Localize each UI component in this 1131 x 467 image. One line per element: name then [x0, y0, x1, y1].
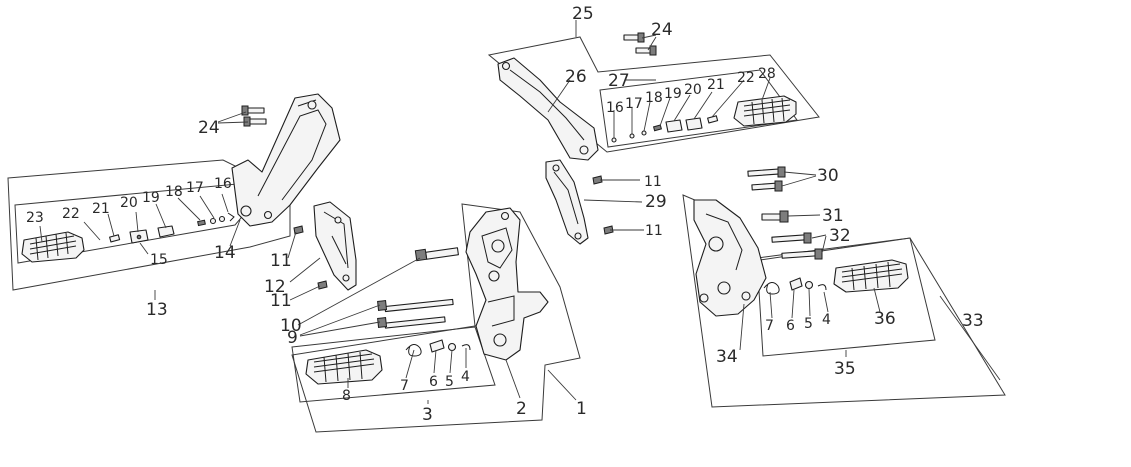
passenger-bracket-left: [231, 93, 341, 227]
callout-22-right: 22: [737, 70, 755, 86]
callout-1: 1: [576, 399, 587, 419]
small-parts-right: [611, 115, 719, 143]
callout-18-left: 18: [165, 184, 183, 200]
callout-numbers: 25 24 26 27 16 17 18 19 20 21 22 28 11 2…: [26, 4, 984, 425]
callout-9: 9: [287, 328, 298, 348]
callout-20-right: 20: [684, 82, 702, 98]
callout-10: 10: [280, 316, 302, 336]
callout-31: 31: [822, 206, 844, 226]
callout-20-left: 20: [120, 195, 138, 211]
callout-24-right: 24: [651, 20, 673, 40]
callout-21-left: 21: [92, 201, 110, 217]
frame-group-27: [599, 69, 798, 148]
frame-group-1: [291, 203, 581, 433]
callout-11-right-bottom: 11: [645, 223, 663, 239]
callout-4-right: 4: [822, 312, 831, 328]
callout-28: 28: [758, 66, 776, 82]
rider-bracket-right: [693, 199, 767, 317]
small-parts-right-rider: [763, 277, 827, 295]
callout-23: 23: [26, 210, 44, 226]
callout-22-left: 22: [62, 206, 80, 222]
callout-18-right: 18: [645, 90, 663, 106]
callout-21-right: 21: [707, 77, 725, 93]
callout-27: 27: [608, 71, 630, 91]
callout-17-right: 17: [625, 96, 643, 112]
callout-6-left: 6: [429, 374, 438, 390]
callout-34: 34: [716, 347, 738, 367]
callout-24-left: 24: [198, 118, 220, 138]
callout-4-left: 4: [461, 369, 470, 385]
callout-26: 26: [565, 67, 587, 87]
callout-8: 8: [342, 388, 351, 404]
callout-25: 25: [572, 4, 594, 24]
callout-19-right: 19: [664, 86, 682, 102]
callout-5-left: 5: [445, 374, 454, 390]
callout-19-left: 19: [142, 190, 160, 206]
frame-group-13: [7, 159, 291, 291]
frame-group-25: [487, 36, 820, 153]
callout-11-left-top: 11: [270, 251, 292, 271]
callout-36: 36: [874, 309, 896, 329]
callout-6-right: 6: [786, 318, 795, 334]
frame-group-15: [14, 183, 242, 264]
small-parts-left: [109, 212, 235, 244]
footpeg-right-rider: [833, 259, 909, 293]
callout-16-left: 16: [214, 176, 232, 192]
footpeg-left-passenger: [21, 231, 85, 263]
callout-14: 14: [214, 243, 236, 263]
bolts-24-left: [241, 105, 267, 127]
callout-7-right: 7: [765, 318, 774, 334]
pins-9-10: [377, 247, 459, 329]
callout-3: 3: [422, 405, 433, 425]
callout-13: 13: [146, 300, 168, 320]
callout-30: 30: [817, 166, 839, 186]
callout-12: 12: [264, 277, 286, 297]
callout-35: 35: [834, 359, 856, 379]
rider-bracket-left: [465, 207, 549, 361]
callout-2: 2: [516, 399, 527, 419]
frame-group-35: [756, 237, 936, 357]
callout-5-right: 5: [804, 316, 813, 332]
heel-guard-right: [545, 159, 589, 245]
bolts-30-32: [747, 166, 823, 260]
bolts-24-right: [623, 32, 657, 56]
callout-15: 15: [150, 252, 168, 268]
callout-16-right: 16: [606, 100, 624, 116]
callout-11-left-bottom: 11: [270, 291, 292, 311]
leader-lines: [39, 20, 1001, 404]
footpeg-left-rider: [305, 349, 383, 385]
footpeg-right-passenger: [733, 95, 797, 127]
callout-11-right-top: 11: [644, 174, 662, 190]
callout-33: 33: [962, 311, 984, 331]
frame-group-3: [291, 326, 496, 403]
callout-17-left: 17: [186, 180, 204, 196]
heel-guard-left: [313, 201, 357, 291]
callout-29: 29: [645, 192, 667, 212]
parts: [21, 32, 909, 385]
callout-32: 32: [829, 226, 851, 246]
bolts-11-right: [592, 175, 614, 235]
small-parts-left-rider: [405, 339, 471, 357]
callout-7-left: 7: [400, 378, 409, 394]
